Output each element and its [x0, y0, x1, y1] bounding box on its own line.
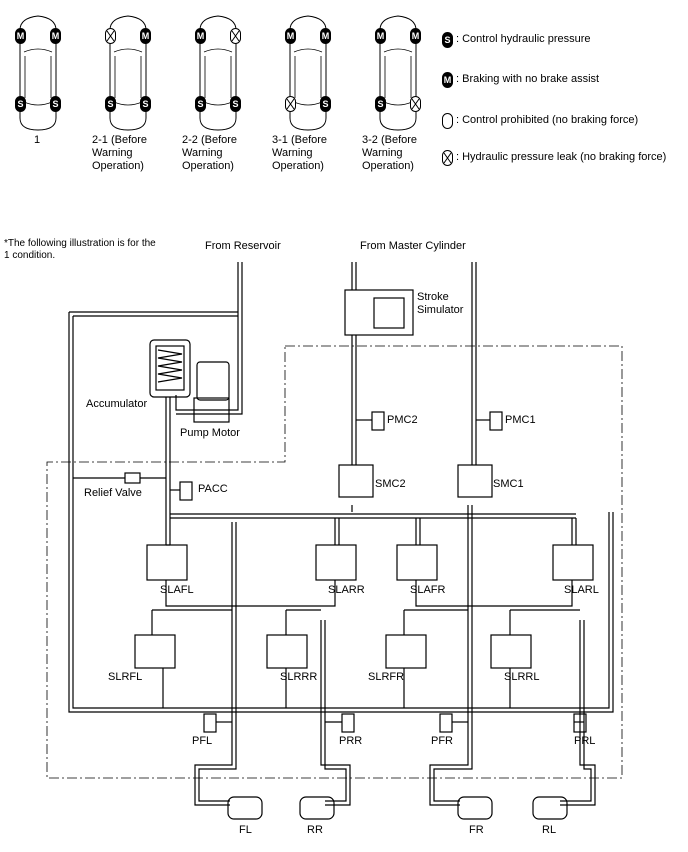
slrfr-label: SLRFR: [368, 671, 405, 683]
car-1: M M S S: [8, 12, 68, 132]
smc2-label: SMC2: [375, 478, 406, 490]
illustration-note: *The following illustration is for the 1…: [4, 238, 156, 261]
wheel-status-icon: M: [320, 28, 331, 44]
accumulator-label: Accumulator: [86, 398, 148, 410]
legend-text: : Braking with no brake assist: [456, 73, 600, 85]
pmc1-label: PMC1: [505, 414, 536, 426]
car-caption: 2-2 (Before Warning Operation): [182, 134, 238, 172]
car-caption: 1: [34, 134, 41, 146]
slrrr-label: SLRRR: [280, 671, 318, 683]
wheel-status-icon: S: [320, 96, 331, 112]
wheel-status-icon: M: [285, 28, 296, 44]
pmc2-label: PMC2: [387, 414, 418, 426]
pump-motor-label: Pump Motor: [180, 427, 240, 439]
slarl-label: SLARL: [564, 584, 599, 596]
wheel-status-icon: M: [195, 28, 206, 44]
slafr-label: SLAFR: [410, 584, 446, 596]
pfl-label: PFL: [192, 735, 213, 747]
car-3-1: M M S: [278, 12, 338, 132]
legend-text: : Control prohibited (no braking force): [456, 114, 639, 126]
slrrl-label: SLRRL: [504, 671, 540, 683]
wheel-status-icon: M: [15, 28, 26, 44]
legend-symbol-icon: S: [442, 32, 453, 48]
prl-label: PRL: [574, 735, 596, 747]
car-3-2: M M S: [368, 12, 428, 132]
legend-symbol-icon: [442, 113, 453, 129]
car-2-2: M S S: [188, 12, 248, 132]
car-caption: 3-2 (Before Warning Operation): [362, 134, 418, 172]
wheel-status-icon: S: [230, 96, 241, 112]
wheel-status-icon: S: [105, 96, 116, 112]
wheel-rr-label: RR: [307, 824, 323, 836]
wheel-status-icon: S: [50, 96, 61, 112]
wheel-fr-label: FR: [469, 824, 484, 836]
smc1-label: SMC1: [493, 478, 524, 490]
pacc-label: PACC: [198, 483, 228, 495]
wheel-fl-label: FL: [239, 824, 252, 836]
pfr-label: PFR: [431, 735, 453, 747]
car-2-1: M S S: [98, 12, 158, 132]
wheel-status-icon: [105, 28, 116, 44]
legend-symbol-icon: M: [442, 72, 453, 88]
slarr-label: SLARR: [328, 584, 365, 596]
from-reservoir-label: From Reservoir: [205, 240, 281, 252]
wheel-status-icon: [410, 96, 421, 112]
wheel-status-icon: M: [50, 28, 61, 44]
stroke-simulator-label: Stroke Simulator: [417, 291, 464, 316]
wheel-status-icon: S: [15, 96, 26, 112]
wheel-status-icon: S: [140, 96, 151, 112]
legend-symbol-icon: [442, 150, 453, 166]
car-caption: 3-1 (Before Warning Operation): [272, 134, 328, 172]
wheel-status-icon: S: [375, 96, 386, 112]
wheel-status-icon: M: [140, 28, 151, 44]
wheel-rl-label: RL: [542, 824, 557, 836]
prr-label: PRR: [339, 735, 363, 747]
wheel-status-icon: M: [410, 28, 421, 44]
wheel-status-icon: [285, 96, 296, 112]
from-master-cylinder-label: From Master Cylinder: [360, 240, 466, 252]
legend-text: : Control hydraulic pressure: [456, 33, 591, 45]
legend-text: : Hydraulic pressure leak (no braking fo…: [456, 151, 667, 163]
relief-valve-label: Relief Valve: [84, 487, 142, 499]
wheel-status-icon: [230, 28, 241, 44]
slrfl-label: SLRFL: [108, 671, 143, 683]
wheel-status-icon: S: [195, 96, 206, 112]
wheel-status-icon: M: [375, 28, 386, 44]
car-caption: 2-1 (Before Warning Operation): [92, 134, 148, 172]
slafl-label: SLAFL: [160, 584, 194, 596]
